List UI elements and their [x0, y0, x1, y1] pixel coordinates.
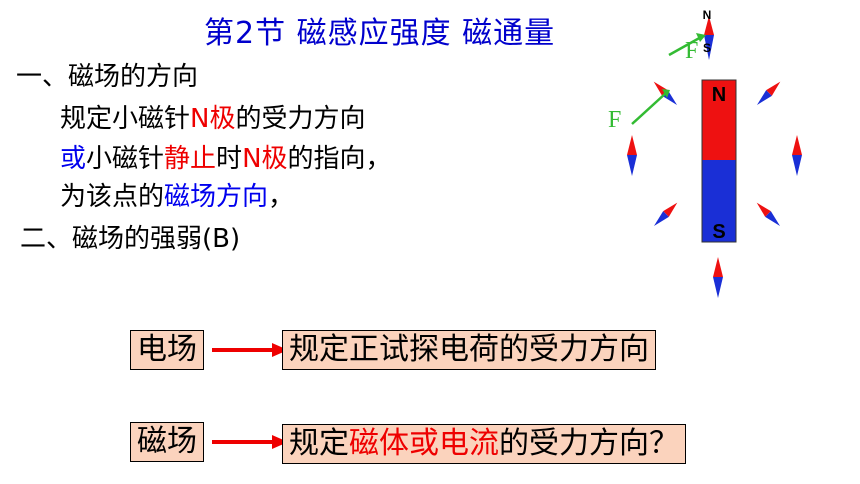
line1-n-pole: N极: [190, 104, 236, 134]
arrow-icon: [212, 435, 288, 449]
electric-field-rule-box: 规定正试探电荷的受力方向: [282, 330, 656, 370]
bar-magnet-diagram: N S N S F: [608, 8, 802, 298]
line2-static: 静止: [164, 144, 217, 174]
line3-text-c: ，: [268, 182, 295, 212]
compass-needle-top: [704, 16, 714, 60]
force-arrow-left: [631, 89, 670, 125]
magnet-north-half: [702, 80, 736, 160]
section2-heading: 二、磁场的强弱(B): [20, 224, 241, 254]
section1-line1: 规定小磁针N极的受力方向: [60, 98, 365, 135]
arrow-icon: [212, 343, 288, 357]
line2-n-pole: N极: [242, 144, 288, 174]
rule-text-b: 磁体或电流: [349, 426, 499, 461]
compass-needle-left: [627, 135, 637, 176]
rule-text-c: 的受力方向？: [499, 426, 679, 461]
compass-needle-bottom: [713, 257, 723, 298]
line2-text-d: 时: [216, 144, 243, 174]
rule-text-a: 规定: [289, 426, 349, 461]
force-label-left: F: [608, 107, 621, 133]
line2-or: 或: [60, 144, 87, 174]
line3-text-a: 为该点的: [60, 182, 165, 212]
line2-text-b: 小磁针: [86, 144, 165, 174]
magnetic-field-rule-box: 规定磁体或电流的受力方向？: [282, 424, 686, 464]
magnet-s-label: S: [712, 221, 725, 243]
line3-field-direction: 磁场方向: [164, 182, 269, 212]
force-arrow-top: [668, 33, 706, 57]
top-needle-s-label: S: [703, 41, 711, 55]
section1-line2: 或小磁针静止时N极的指向，: [60, 138, 392, 175]
compass-needle-lower-left: [653, 202, 678, 227]
section1-heading: 一、磁场的方向: [16, 62, 199, 92]
magnetic-field-box: 磁场: [130, 422, 204, 462]
top-needle-n-label: N: [703, 8, 712, 22]
line2-text-f: 的指向，: [287, 144, 392, 174]
electric-field-box: 电场: [130, 330, 204, 370]
section1-line3: 为该点的磁场方向，: [60, 176, 294, 213]
magnet-n-label: N: [712, 84, 726, 106]
line1-text-a: 规定小磁针: [60, 104, 191, 134]
compass-needle-upper-right: [756, 81, 781, 106]
compass-needle-right: [792, 135, 802, 176]
compass-needle-lower-right: [756, 202, 781, 227]
force-label-top: F: [685, 38, 698, 64]
magnet-outline: [701, 79, 737, 243]
magnet-south-half: [702, 160, 736, 242]
line1-text-c: 的受力方向: [235, 104, 366, 134]
page-title: 第2节 磁感应强度 磁通量: [204, 16, 556, 51]
